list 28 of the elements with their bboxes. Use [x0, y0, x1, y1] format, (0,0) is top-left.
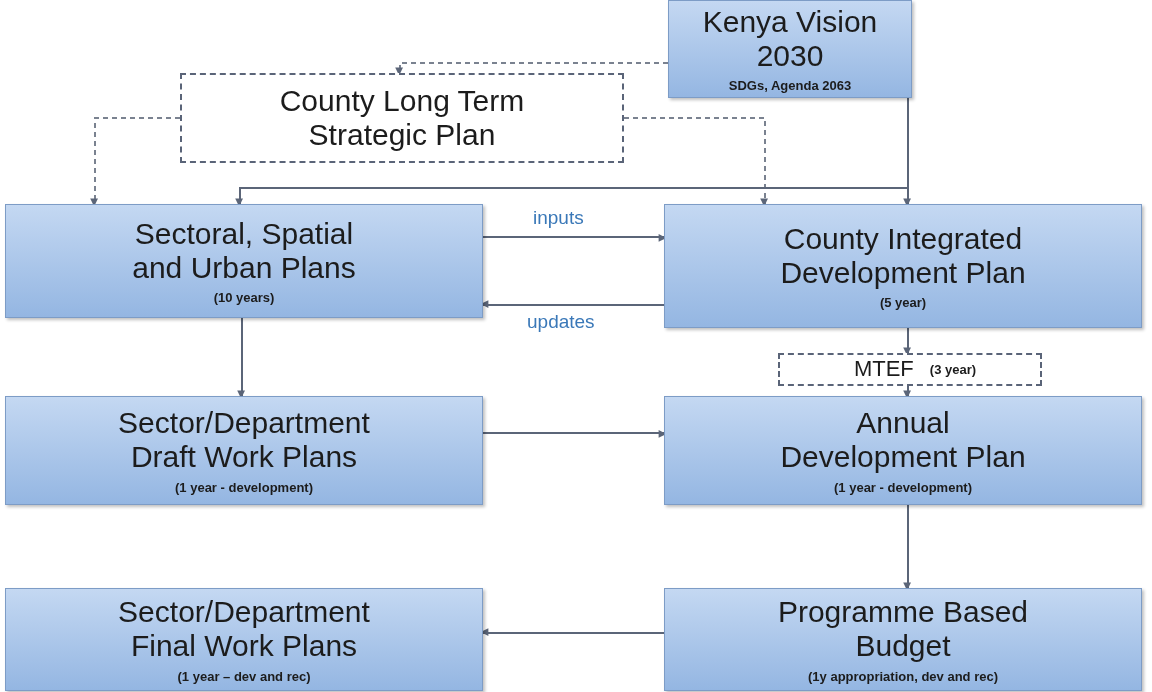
box-subtitle: (3 year): [929, 362, 977, 377]
box-title: Sectoral, Spatial and Urban Plans: [131, 216, 357, 285]
box-subtitle: (1 year - development): [834, 479, 972, 495]
plan-box: [5, 588, 483, 691]
box-subtitle: (5 year): [879, 295, 927, 311]
box-title: County Long Term Strategic Plan: [278, 84, 526, 152]
box-title: Kenya Vision 2030: [701, 4, 879, 73]
box-subtitle: SDGs, Agenda 2063: [728, 78, 852, 94]
box-title: County Integrated Development Plan: [779, 221, 1027, 290]
plan-box: [5, 204, 483, 318]
box-subtitle: (1y appropriation, dev and rec): [808, 668, 998, 684]
dashed-box: [778, 353, 1042, 386]
box-title: Annual Development Plan: [779, 406, 1027, 474]
plan-box: [668, 0, 912, 98]
box-subtitle: (10 years): [213, 290, 275, 306]
plan-box: [664, 588, 1142, 691]
box-subtitle: (1 year – dev and rec): [177, 668, 311, 684]
box-title: MTEF: [852, 357, 915, 382]
plan-box: [5, 396, 483, 505]
box-subtitle: (1 year - development): [175, 479, 313, 495]
plan-box: [664, 204, 1142, 328]
arrow: [395, 62, 669, 76]
dashed-box: [180, 73, 624, 163]
box-title: Programme Based Budget: [776, 595, 1030, 663]
box-title: Sector/Department Final Work Plans: [117, 595, 371, 663]
plan-box: [664, 396, 1142, 505]
box-title: Sector/Department Draft Work Plans: [117, 406, 371, 474]
arrow: [903, 327, 911, 356]
